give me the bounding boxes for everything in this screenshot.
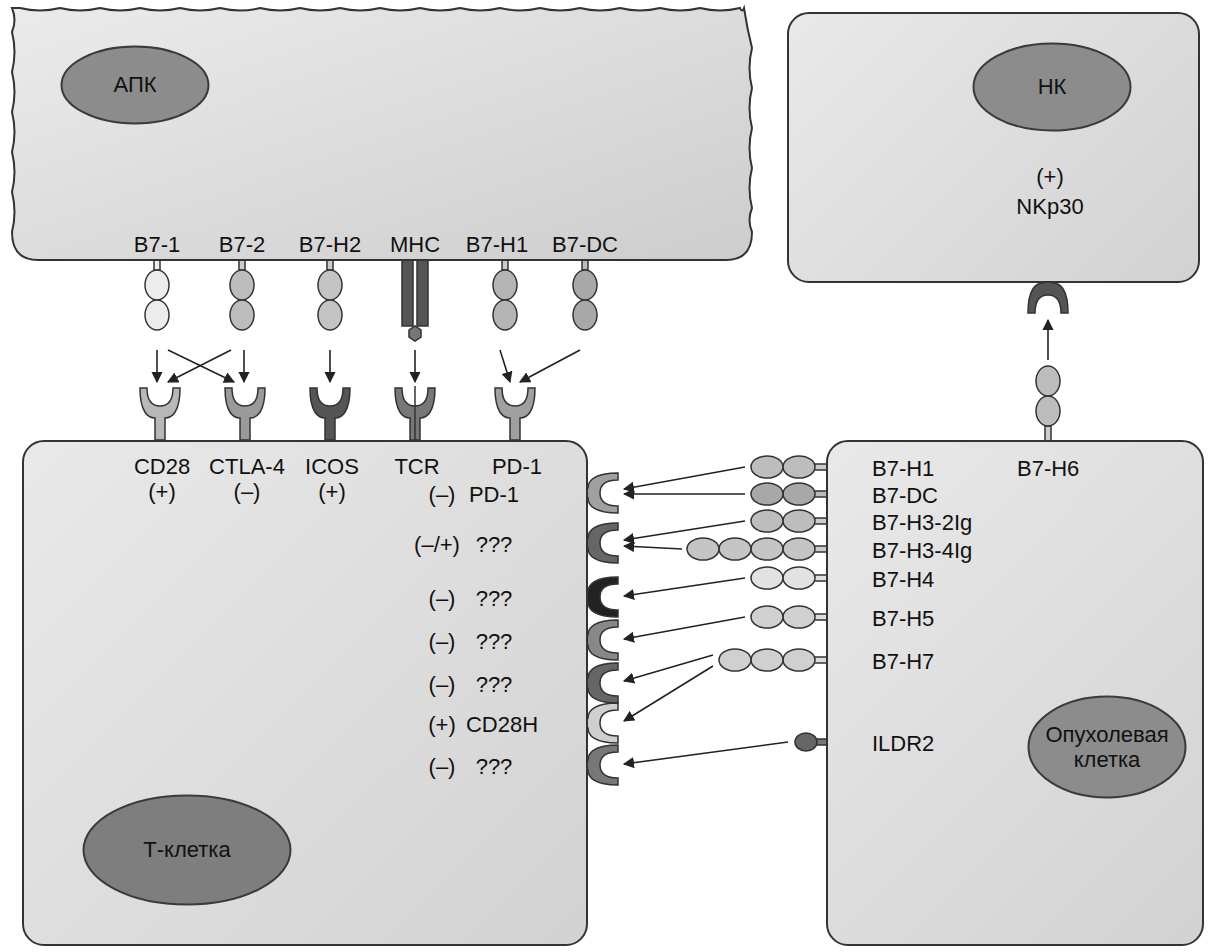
- molecule-label: (–): [429, 754, 456, 779]
- molecule-label: CD28H: [466, 712, 538, 737]
- molecule-label: ILDR2: [872, 731, 934, 756]
- molecule-label: B7-1: [134, 232, 180, 257]
- molecule-label: (+): [318, 479, 346, 504]
- molecule-label: ???: [476, 672, 513, 697]
- molecule-label: B7-H1: [466, 232, 528, 257]
- molecule-label: B7-H3-2Ig: [872, 510, 972, 535]
- molecule-label: B7-H3-4Ig: [872, 538, 972, 563]
- molecule-label: B7-2: [219, 232, 265, 257]
- molecule-label: ???: [476, 754, 513, 779]
- molecule-label: B7-DC: [872, 483, 938, 508]
- molecule-label: ???: [476, 532, 513, 557]
- molecule-label: B7-H4: [872, 567, 934, 592]
- molecule-label: (+): [148, 479, 176, 504]
- molecule-label: ???: [476, 629, 513, 654]
- molecule-label: B7-H5: [872, 606, 934, 631]
- molecule-label: (–): [429, 629, 456, 654]
- molecule-label: B7-H7: [872, 649, 934, 674]
- nucleus-oval: Опухолевая клетка: [1027, 695, 1187, 799]
- molecule-label: (–): [429, 672, 456, 697]
- apc-ligands: [145, 256, 597, 341]
- nk-cell: (+) NKp30 НК: [787, 12, 1200, 283]
- nucleus-label: АПК: [75, 72, 195, 97]
- nucleus-label: Опухолевая клетка: [1042, 722, 1172, 773]
- nk-binding: [1028, 261, 1068, 442]
- molecule-label: B7-DC: [552, 232, 618, 257]
- binding-arrows: [157, 350, 580, 382]
- wavy-cell-outline: [8, 0, 756, 262]
- molecule-label: (+): [1036, 164, 1064, 189]
- molecule-label: B7-H6: [1017, 456, 1079, 481]
- molecule-label: (–): [234, 479, 261, 504]
- tumor-ligands: [687, 456, 828, 751]
- molecule-label: NKp30: [1016, 194, 1083, 219]
- molecule-label: (–): [429, 586, 456, 611]
- t-cell: CD28(+)CTLA-4(–)ICOS(+)TCRPD-1(–)PD-1(–/…: [22, 440, 588, 946]
- molecule-label: ???: [476, 586, 513, 611]
- molecule-label: CTLA-4: [209, 454, 285, 479]
- apc-cell: B7-1 B7-2 B7-H2 MHC B7-H1 B7-DC АПК: [8, 0, 756, 262]
- nucleus-oval: АПК: [60, 45, 210, 125]
- nucleus-oval: НК: [972, 42, 1132, 132]
- nucleus-oval: Т-клетка: [82, 794, 292, 906]
- tumor-cell: B7-H1 B7-H6B7-DCB7-H3-2IgB7-H3-4IgB7-H4B7…: [826, 440, 1204, 946]
- molecule-label: PD-1: [492, 454, 542, 479]
- molecule-label: B7-H1: [872, 456, 934, 481]
- molecule-label: B7-H2: [299, 232, 361, 257]
- molecule-label: ICOS: [305, 454, 359, 479]
- binding-arrows: [624, 467, 788, 764]
- molecule-label: MHC: [390, 232, 440, 257]
- molecule-label: (+): [428, 712, 456, 737]
- tcell-receptors: [140, 386, 535, 440]
- molecule-label: PD-1: [469, 482, 519, 507]
- molecule-label: CD28: [134, 454, 190, 479]
- molecule-label: (–): [429, 482, 456, 507]
- molecule-label: (–/+): [414, 532, 460, 557]
- molecule-label: TCR: [394, 454, 439, 479]
- nucleus-label: Т-клетка: [97, 837, 277, 862]
- nucleus-label: НК: [987, 74, 1117, 99]
